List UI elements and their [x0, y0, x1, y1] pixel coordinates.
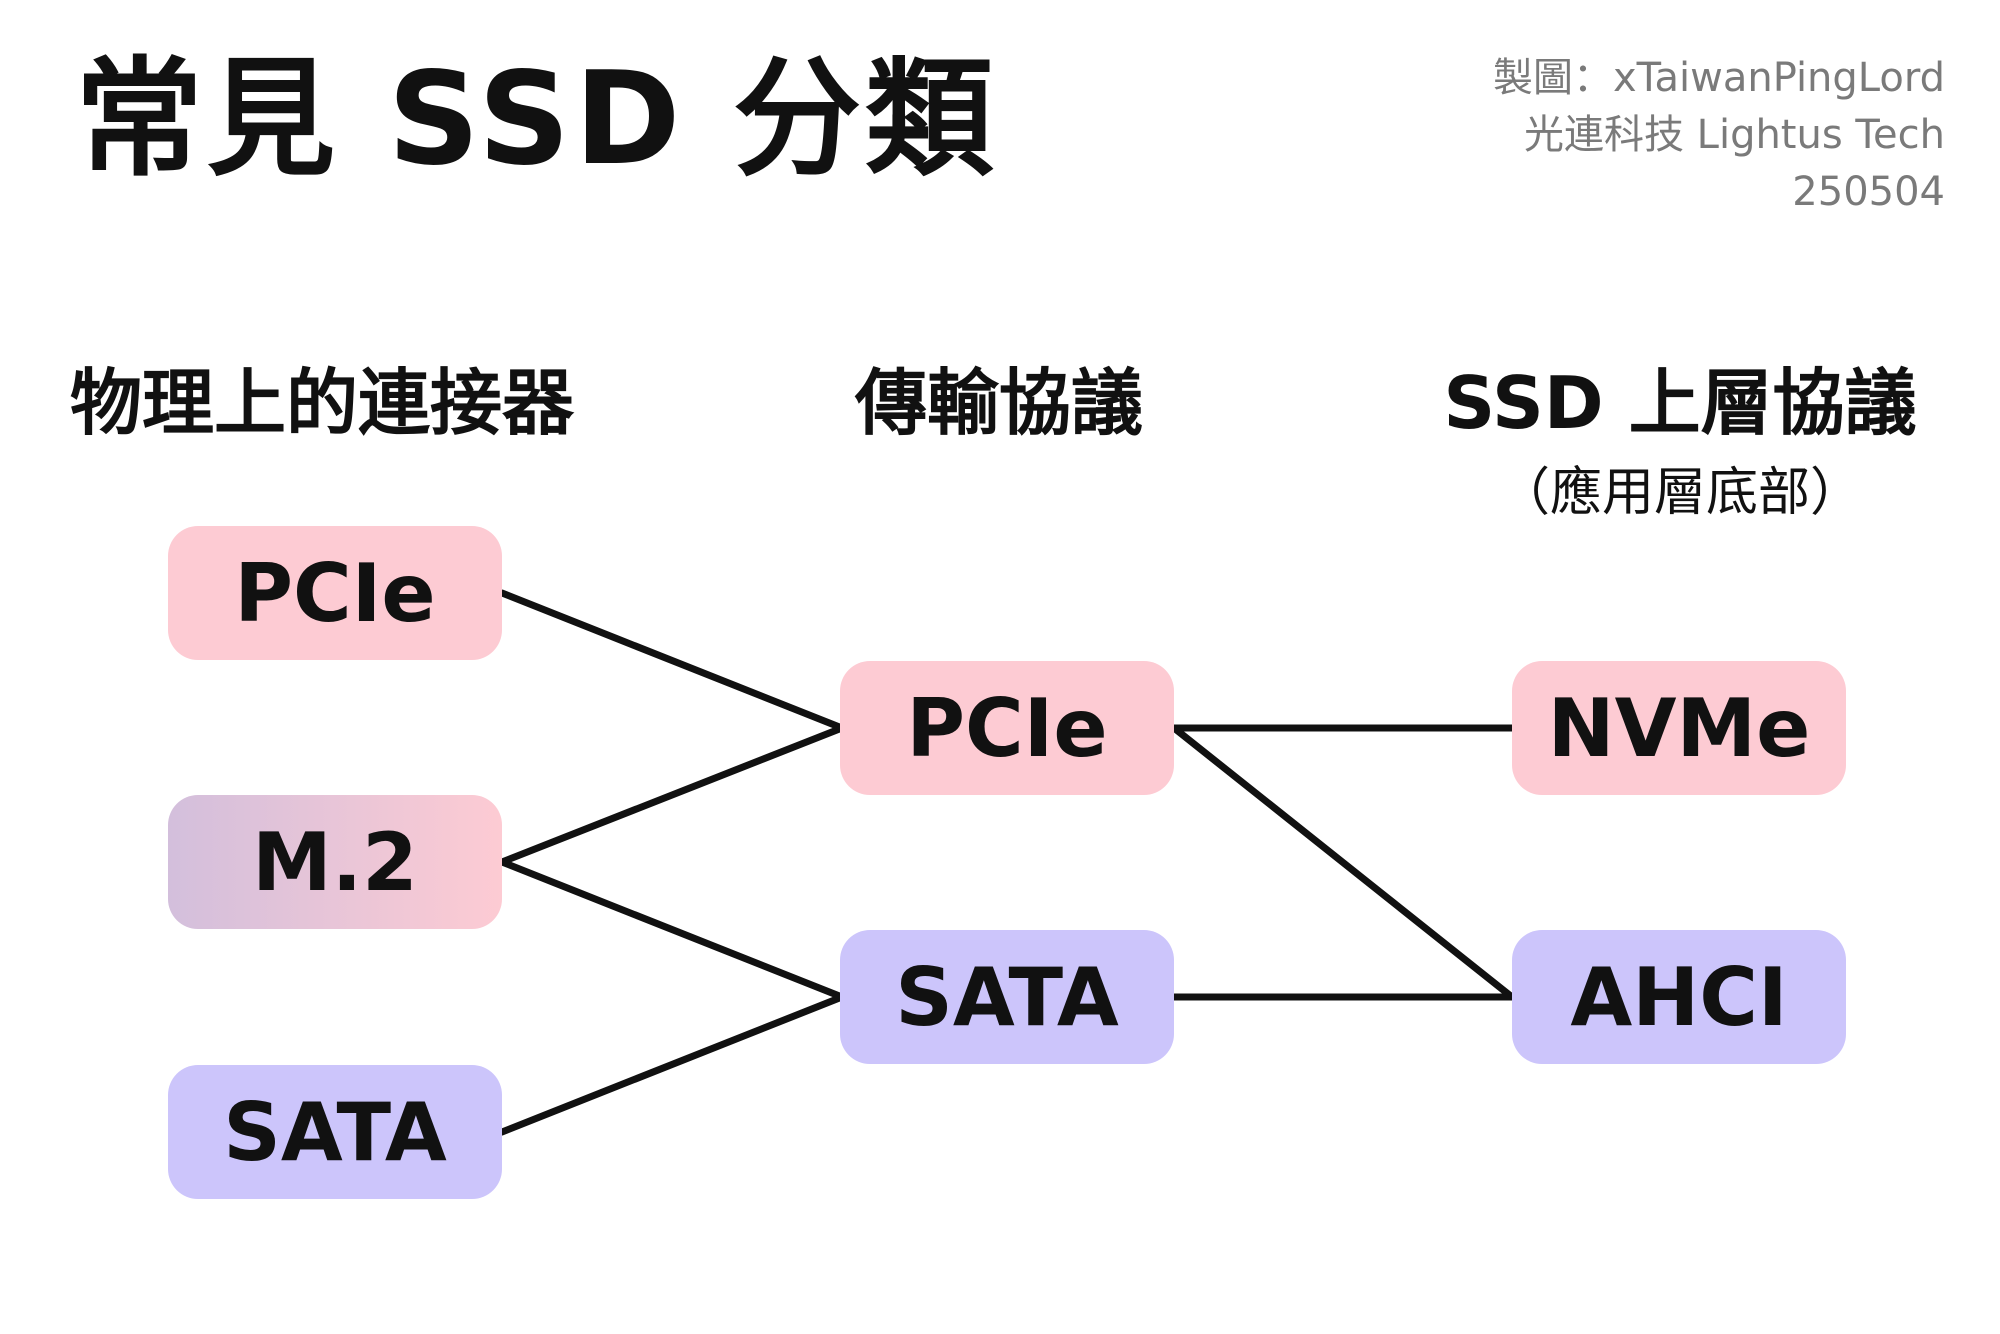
column-heading-protocol: SSD 上層協議 — [1443, 361, 1917, 445]
credits-block: 製圖：xTaiwanPingLord 光連科技 Lightus Tech 250… — [1493, 50, 1945, 221]
node-connector-pcie: PCIe — [168, 526, 502, 660]
node-connector-m2: M.2 — [168, 795, 502, 929]
link-conn-m2-to-trans-sata — [498, 858, 846, 1001]
credits-date: 250504 — [1792, 169, 1945, 215]
column-subheading-protocol: （應用層底部） — [1497, 463, 1862, 523]
link-conn-m2-to-trans-pcie — [498, 724, 846, 866]
node-transport-pcie: PCIe — [840, 661, 1174, 795]
link-conn-pcie-to-trans-pcie — [498, 589, 846, 732]
node-transport-sata: SATA — [840, 930, 1174, 1064]
node-protocol-nvme: NVMe — [1512, 661, 1846, 795]
credits-author: 製圖：xTaiwanPingLord — [1493, 55, 1945, 101]
node-connector-sata: SATA — [168, 1065, 502, 1199]
credits-company: 光連科技 Lightus Tech — [1523, 112, 1945, 158]
column-heading-connector: 物理上的連接器 — [70, 361, 575, 445]
node-protocol-ahci: AHCI — [1512, 930, 1846, 1064]
link-conn-sata-to-trans-sata — [498, 993, 846, 1136]
diagram-title: 常見 SSD 分類 — [75, 45, 997, 194]
link-trans-pcie-to-proto-ahci — [1170, 724, 1516, 1001]
column-heading-transport: 傳輸協議 — [855, 361, 1144, 445]
